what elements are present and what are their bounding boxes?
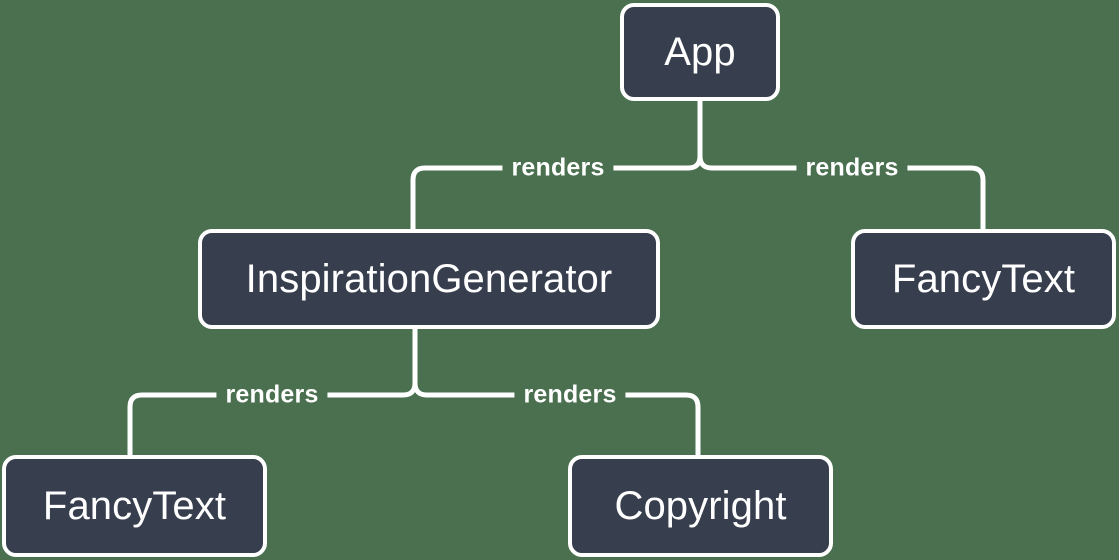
- node-fancy-text-right-label: FancyText: [891, 256, 1076, 301]
- node-fancy-text-left-label: FancyText: [42, 483, 227, 528]
- node-fancy-text-right[interactable]: FancyText: [851, 229, 1116, 329]
- edge-label-app-to-fancy-text-right: renders: [796, 153, 908, 183]
- node-app[interactable]: App: [620, 3, 780, 101]
- node-inspiration-generator-label: InspirationGenerator: [245, 256, 613, 301]
- node-copyright[interactable]: Copyright: [568, 455, 833, 557]
- edge-label-inspiration-generator-to-copyright: renders: [514, 380, 626, 410]
- node-fancy-text-left[interactable]: FancyText: [2, 455, 267, 557]
- edge-label-app-to-inspiration-generator: renders: [502, 153, 614, 183]
- edge-label-inspiration-generator-to-fancy-text-left: renders: [216, 380, 328, 410]
- node-copyright-label: Copyright: [614, 483, 787, 528]
- node-inspiration-generator[interactable]: InspirationGenerator: [198, 229, 660, 329]
- node-app-label: App: [664, 29, 736, 74]
